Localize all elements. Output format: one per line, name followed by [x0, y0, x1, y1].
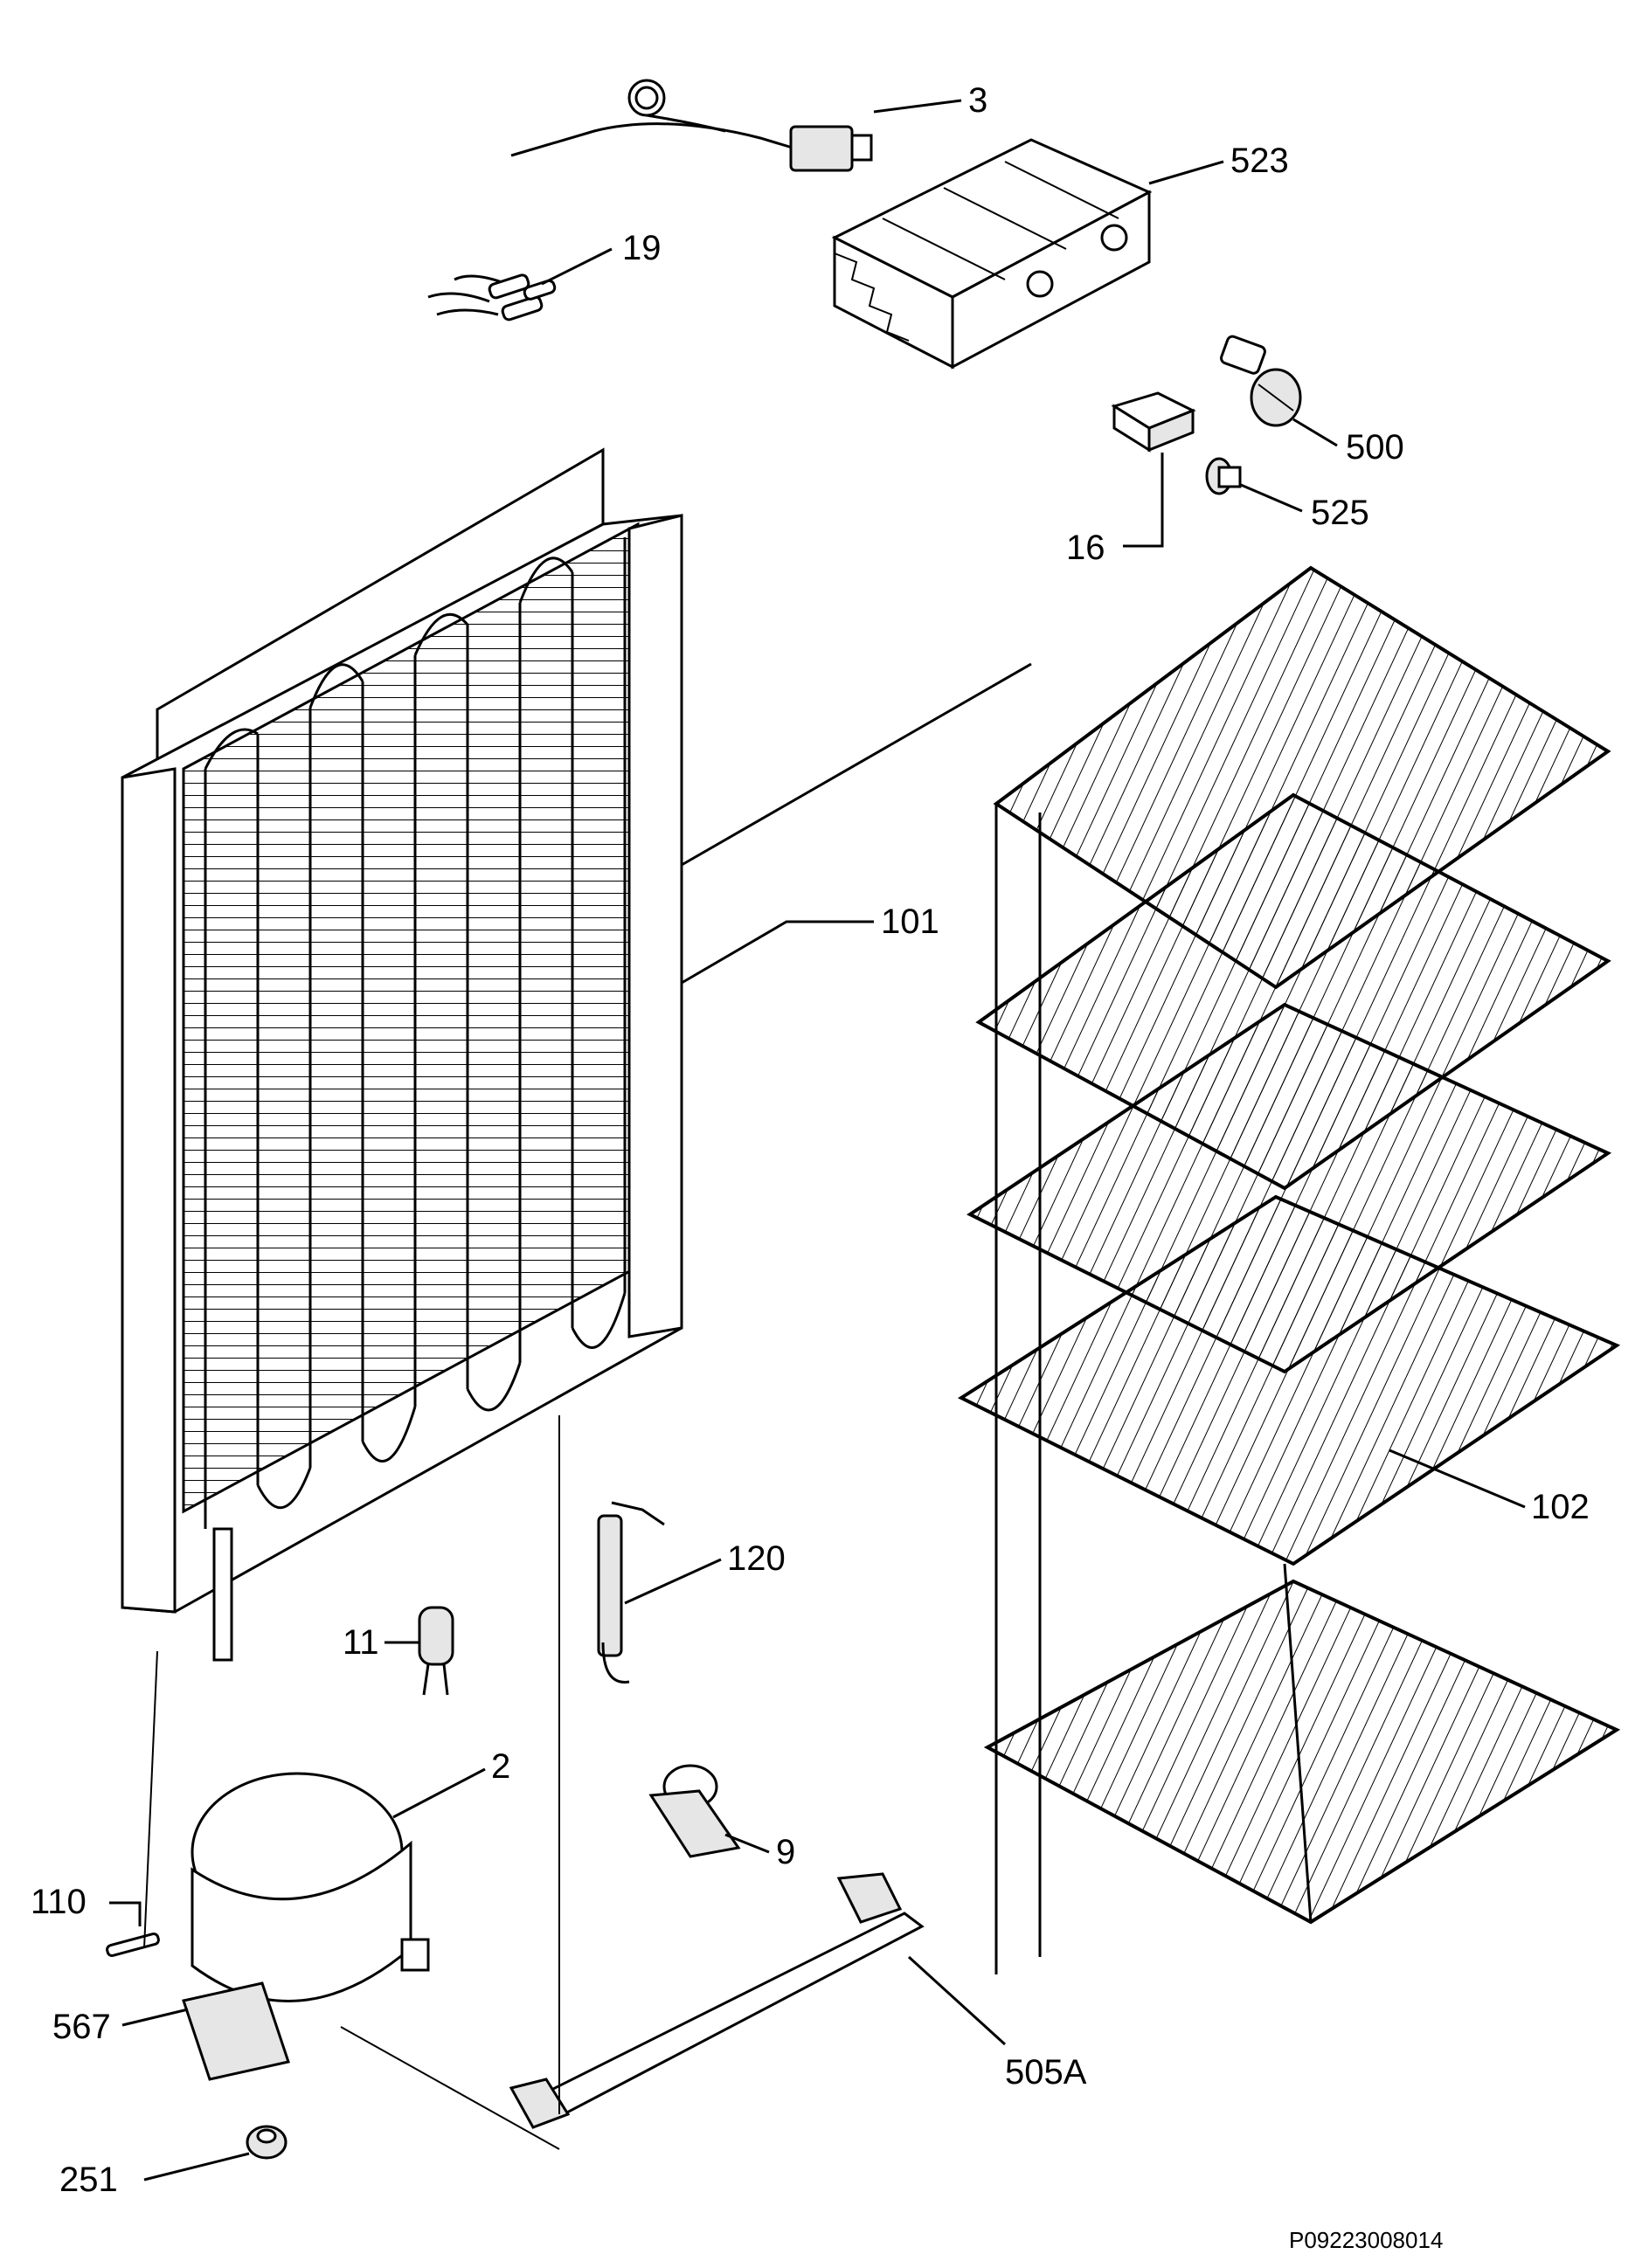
callout-line-525	[1240, 483, 1303, 513]
callout-label-505A: 505A	[1005, 2053, 1087, 2092]
callout-line-101	[681, 920, 874, 985]
callout-line-16	[1123, 453, 1164, 548]
callout-label-2: 2	[491, 1747, 510, 1786]
compressor-part	[182, 1772, 430, 2081]
pin-part	[106, 1933, 160, 1957]
connector-line-101	[681, 662, 1032, 867]
guide-line-condenser	[143, 1650, 158, 1949]
callout-line-523	[1148, 160, 1224, 185]
document-id: P09223008014	[1289, 2227, 1443, 2253]
callout-label-16: 16	[1066, 529, 1105, 567]
callout-line-19	[541, 247, 613, 286]
callout-label-251: 251	[59, 2161, 118, 2199]
callout-line-102	[1389, 1449, 1526, 1509]
callout-label-101: 101	[881, 902, 939, 941]
callout-line-251	[143, 2152, 250, 2182]
cable-harness-part	[597, 1501, 665, 1684]
callout-line-500	[1292, 418, 1338, 447]
callout-label-110: 110	[31, 1883, 87, 1921]
guide-line-rail	[340, 2026, 560, 2150]
callout-line-110	[109, 1901, 142, 1926]
switch-part	[1111, 391, 1196, 453]
callout-label-102: 102	[1531, 1488, 1590, 1526]
connector-set-part	[427, 273, 557, 322]
rail-part	[509, 1872, 925, 2129]
callout-label-567: 567	[52, 2008, 111, 2046]
evaporator-shelves-part	[957, 565, 1621, 1974]
callout-line-9	[724, 1833, 770, 1854]
callout-line-3	[873, 99, 962, 114]
callout-label-19: 19	[622, 229, 662, 267]
control-knob-part	[1220, 335, 1302, 427]
callout-line-505A	[907, 1955, 1007, 2046]
callout-label-523: 523	[1230, 142, 1289, 180]
callout-line-120	[624, 1558, 722, 1605]
lamp-part	[1205, 457, 1242, 495]
callout-label-120: 120	[727, 1539, 786, 1578]
callout-line-567	[121, 2008, 189, 2027]
thermostat-part	[510, 79, 873, 172]
grommet-part	[246, 2125, 288, 2160]
capacitor-part	[418, 1606, 454, 1696]
condenser-part	[121, 447, 683, 1662]
callout-line-2	[392, 1767, 486, 1819]
callout-label-500: 500	[1346, 428, 1404, 467]
callout-label-3: 3	[968, 81, 987, 120]
callout-label-11: 11	[343, 1623, 379, 1662]
relay-part	[648, 1764, 741, 1858]
callout-label-525: 525	[1311, 494, 1369, 532]
drip-tray-part	[831, 138, 1153, 370]
callout-label-9: 9	[776, 1833, 795, 1871]
